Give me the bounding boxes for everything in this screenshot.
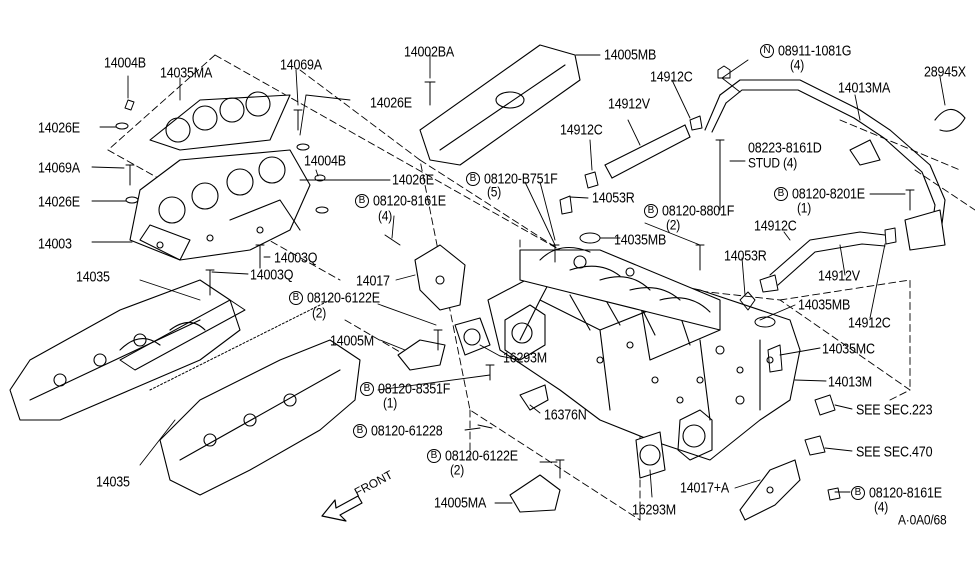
label-14003q-b: 14003Q: [250, 266, 294, 283]
qty-2-a: (2): [312, 304, 327, 321]
label-14026e-c: 14026E: [392, 171, 434, 188]
bracket-16376n: [519, 384, 549, 411]
b-badge-icon: B: [466, 172, 480, 186]
front-arrow-icon: [321, 495, 363, 522]
gasket-14035: [119, 299, 331, 391]
label-see-sec-470: SEE SEC.470: [856, 443, 933, 460]
n-badge-icon: N: [760, 44, 774, 58]
label-08120-61228: 08120-61228: [371, 422, 443, 439]
cylinder-head-left: [9, 279, 241, 421]
label-14912v-b: 14912V: [818, 267, 860, 284]
b-badge-icon: B: [644, 204, 658, 218]
qty-4-c: (4): [790, 56, 805, 73]
label-14013ma: 14013MA: [838, 79, 891, 96]
leader-lines: [91, 54, 946, 504]
label-14004b-b: 14004B: [304, 152, 346, 169]
label-14035mb-a: 14035MB: [614, 231, 667, 248]
label-14026e-b: 14026E: [370, 94, 412, 111]
label-08120-8161e-a: 08120-8161E: [373, 192, 446, 209]
label-14912c-d: 14912C: [848, 314, 891, 331]
label-08120-b751f: 08120-B751F: [484, 170, 558, 187]
label-14003q-a: 14003Q: [274, 249, 318, 266]
qty-4-b: (4): [874, 498, 889, 515]
lower-manifold-runners: [519, 246, 721, 331]
hose-14912v-b: [769, 231, 886, 286]
label-08120-8201e: 08120-8201E: [792, 185, 865, 202]
qty-1-b: (1): [797, 199, 812, 216]
b-badge-icon: B: [353, 424, 367, 438]
label-16293m-b: 16293M: [632, 501, 676, 518]
label-14035mc: 14035MC: [822, 340, 875, 357]
bolts-and-small-parts: [115, 65, 915, 501]
label-14017: 14017: [356, 272, 390, 289]
label-08120-6122e-a: 08120-6122E: [307, 289, 380, 306]
qty-2-b: (2): [450, 461, 465, 478]
qty-1-a: (1): [383, 394, 398, 411]
label-14053r-a: 14053R: [592, 189, 635, 206]
cover-14005mb: [419, 44, 581, 166]
label-14026e-a: 14026E: [38, 119, 80, 136]
intake-collector-14003: [129, 149, 311, 261]
label-14003: 14003: [38, 235, 72, 252]
diagram-code: A·0A0/68: [898, 511, 947, 528]
b-badge-icon: B: [427, 449, 441, 463]
b-badge-icon: B: [851, 486, 865, 500]
label-16376n: 16376N: [544, 406, 587, 423]
b-badge-icon: B: [289, 291, 303, 305]
qty-4-a: (4): [378, 207, 393, 224]
label-08911-1081g: 08911-1081G: [778, 42, 852, 59]
label-14035-a: 14035: [76, 268, 110, 285]
label-08223-8161d: 08223-8161D: [748, 139, 822, 156]
label-14912c-a: 14912C: [560, 121, 603, 138]
label-stud-4: STUD (4): [748, 154, 798, 171]
b-badge-icon: B: [355, 194, 369, 208]
label-08120-8801f: 08120-8801F: [662, 202, 735, 219]
label-14035-b: 14035: [96, 473, 130, 490]
label-14005mb: 14005MB: [604, 46, 657, 63]
gasket-16293m-a: [454, 317, 491, 356]
label-14912c-b: 14912C: [650, 68, 693, 85]
label-14035ma: 14035MA: [160, 64, 213, 81]
label-08120-6122e-b: 08120-6122E: [445, 447, 518, 464]
bracket-14017: [414, 244, 466, 311]
cover-14005m: [397, 339, 446, 371]
label-14069a-b: 14069A: [38, 159, 80, 176]
label-14069a-a: 14069A: [280, 56, 322, 73]
label-14053r-b: 14053R: [724, 247, 767, 264]
gasket-14035ma: [149, 91, 291, 151]
label-14013m: 14013M: [828, 373, 872, 390]
cover-14005ma: [509, 474, 561, 513]
label-14026e-d: 14026E: [38, 193, 80, 210]
label-14912v-a: 14912V: [608, 95, 650, 112]
label-08120-8351f: 08120-8351F: [378, 380, 451, 397]
b-badge-icon: B: [774, 187, 788, 201]
label-14005ma: 14005MA: [434, 494, 487, 511]
label-14004b-a: 14004B: [104, 54, 146, 71]
pipe-14013ma: [704, 79, 946, 251]
label-16293m-a: 16293M: [503, 349, 547, 366]
label-14035mb-b: 14035MB: [798, 296, 851, 313]
gasket-16293m-b: [635, 431, 666, 479]
label-08120-8161e-b: 08120-8161E: [869, 484, 942, 501]
label-14005m: 14005M: [330, 332, 374, 349]
clamp-28945x: [934, 108, 966, 132]
label-14912c-c: 14912C: [754, 217, 797, 234]
label-28945x: 28945X: [924, 63, 966, 80]
b-badge-icon: B: [360, 382, 374, 396]
bracket-14017a: [739, 459, 801, 521]
qty-5: (5): [487, 183, 502, 200]
qty-2-c: (2): [666, 216, 681, 233]
label-see-sec-223: SEE SEC.223: [856, 401, 933, 418]
hose-14912v-a: [604, 124, 691, 179]
cylinder-head-right: [159, 339, 361, 496]
label-14017a: 14017+A: [680, 479, 729, 496]
label-14002ba: 14002BA: [404, 43, 455, 60]
